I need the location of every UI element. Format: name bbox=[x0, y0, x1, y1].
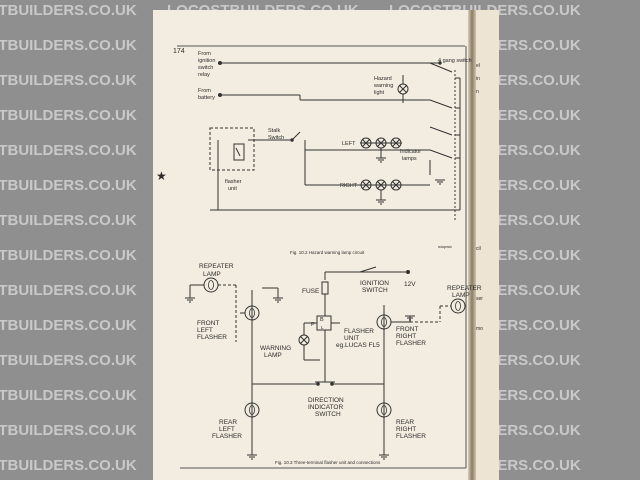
label-rear-right-3: FLASHER bbox=[396, 433, 426, 440]
watermark-text: LOCOSTBUILDERS.CO.UK bbox=[0, 107, 137, 124]
next-page-fragment: in bbox=[476, 76, 480, 82]
margin-ink-mark: ★ bbox=[156, 169, 167, 183]
watermark-text: LOCOSTBUILDERS.CO.UK bbox=[0, 247, 137, 264]
label-flasher-1: flasher bbox=[225, 179, 242, 185]
label-repeater-left-1: REPEATER bbox=[199, 263, 234, 270]
label-12v: 12V bbox=[404, 281, 416, 288]
fig-10-2-caption: Fig. 10.2 Hazard warning lamp circuit bbox=[290, 250, 365, 255]
watermark-text: LOCOSTBUILDERS.CO.UK bbox=[0, 422, 137, 439]
label-warning-2: LAMP bbox=[264, 352, 282, 359]
fig-10-3-caption: Fig. 10.3 Three-terminal flasher unit an… bbox=[275, 460, 381, 465]
watermark-text: LOCOSTBUILDERS.CO.UK bbox=[0, 352, 137, 369]
label-rear-right-1: REAR bbox=[396, 419, 414, 426]
label-direction-3: SWITCH bbox=[315, 411, 341, 418]
label-repeater-left-2: LAMP bbox=[203, 271, 221, 278]
watermark-text: LOCOSTBUILDERS.CO.UK bbox=[0, 2, 137, 19]
label-term-b: B bbox=[320, 317, 324, 323]
watermark-text: LOCOSTBUILDERS.CO.UK bbox=[0, 387, 137, 404]
label-repeater-right-1: REPEATER bbox=[447, 285, 482, 292]
label-from-ignition-1: From bbox=[198, 51, 211, 57]
watermark-text: LOCOSTBUILDERS.CO.UK bbox=[0, 212, 137, 229]
label-flasher-2: unit bbox=[228, 186, 237, 192]
watermark-text: LOCOSTBUILDERS.CO.UK bbox=[0, 72, 137, 89]
label-stalk-2: Switch bbox=[268, 135, 284, 141]
label-indicator-2: lamps bbox=[402, 156, 417, 162]
label-flasher-unit-2: UNIT bbox=[344, 335, 359, 342]
label-rear-left-3: FLASHER bbox=[212, 433, 242, 440]
label-rear-left-1: REAR bbox=[219, 419, 237, 426]
watermark-text: LOCOSTBUILDERS.CO.UK bbox=[0, 457, 137, 474]
label-left: LEFT bbox=[342, 141, 356, 147]
label-front-left-3: FLASHER bbox=[197, 334, 227, 341]
label-hazard-3: light bbox=[374, 90, 385, 96]
label-from-ignition-2: ignition bbox=[198, 58, 215, 64]
next-page-fragment: el bbox=[476, 63, 480, 69]
fig-10-2-corner-mark: wiopwic bbox=[438, 244, 452, 249]
label-indicator-1: Indicator bbox=[400, 149, 421, 155]
label-from-ignition-3: switch bbox=[198, 65, 213, 71]
label-from-battery-1: From bbox=[198, 88, 211, 94]
book-page bbox=[153, 10, 471, 480]
label-hazard-1: Hazard bbox=[374, 76, 392, 82]
label-rear-left-2: LEFT bbox=[219, 426, 235, 433]
label-front-left-2: LEFT bbox=[197, 327, 213, 334]
label-gang-switch: 4 gang switch bbox=[438, 58, 472, 64]
page-number: 174 bbox=[173, 48, 185, 55]
next-page-fragment: ser bbox=[476, 296, 483, 302]
label-flasher-unit-3: eg.LUCAS FL5 bbox=[336, 342, 380, 349]
page-binding bbox=[468, 10, 476, 480]
label-ignition-1: IGNITION bbox=[360, 280, 389, 287]
next-page-fragment: cil bbox=[476, 246, 481, 252]
label-front-left-1: FRONT bbox=[197, 320, 219, 327]
label-front-right-1: FRONT bbox=[396, 326, 418, 333]
next-page-fragment: mo bbox=[476, 326, 483, 332]
label-right: RIGHT bbox=[340, 183, 358, 189]
label-front-right-2: RIGHT bbox=[396, 333, 416, 340]
fig-10-2-hazard-circuit bbox=[209, 61, 461, 220]
label-rear-right-2: RIGHT bbox=[396, 426, 416, 433]
label-from-ignition-4: relay bbox=[198, 72, 210, 78]
watermark-text: LOCOSTBUILDERS.CO.UK bbox=[0, 177, 137, 194]
next-page-fragment: n bbox=[476, 89, 479, 95]
watermark-text: LOCOSTBUILDERS.CO.UK bbox=[0, 142, 137, 159]
label-hazard-2: warning bbox=[373, 83, 393, 89]
label-warning-1: WARNING bbox=[260, 345, 291, 352]
watermark-text: LOCOSTBUILDERS.CO.UK bbox=[0, 317, 137, 334]
label-term-p: P bbox=[311, 322, 315, 328]
label-flasher-unit-1: FLASHER bbox=[344, 328, 374, 335]
label-direction-1: DIRECTION bbox=[308, 397, 344, 404]
label-repeater-right-2: LAMP bbox=[452, 292, 470, 299]
label-from-battery-2: battery bbox=[198, 95, 215, 101]
watermark-text: LOCOSTBUILDERS.CO.UK bbox=[0, 37, 137, 54]
label-fuse: FUSE bbox=[302, 288, 320, 295]
watermark-text: LOCOSTBUILDERS.CO.UK bbox=[0, 282, 137, 299]
label-front-right-3: FLASHER bbox=[396, 340, 426, 347]
label-stalk-1: Stalk bbox=[268, 128, 280, 134]
label-ignition-2: SWITCH bbox=[362, 287, 388, 294]
fig-10-3-flasher-connections bbox=[184, 266, 466, 460]
label-term-l: L bbox=[321, 325, 324, 330]
label-direction-2: INDICATOR bbox=[308, 404, 343, 411]
